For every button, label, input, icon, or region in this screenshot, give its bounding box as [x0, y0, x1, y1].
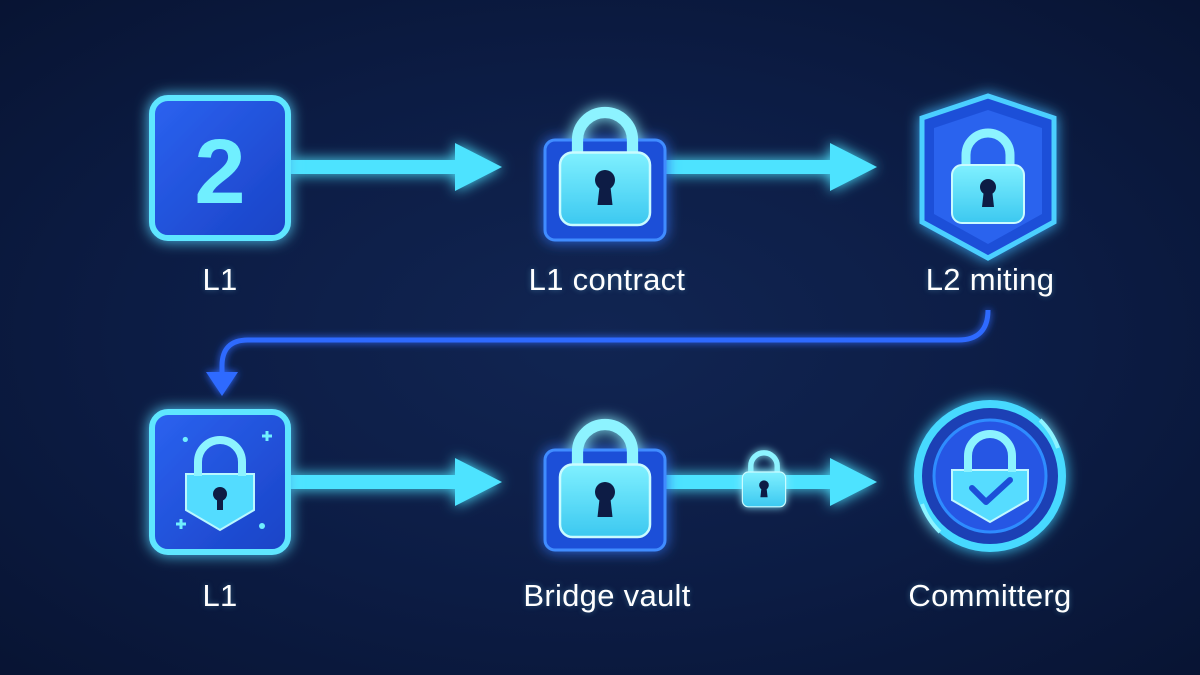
- padlock-sparkle-icon: •: [149, 409, 291, 555]
- node-l2-minting: [919, 93, 1057, 261]
- edge-l1-to-l1-contract: [290, 143, 502, 191]
- node-label-l1-contract: L1 contract: [528, 262, 686, 297]
- edge-l1-contract-to-l2-minting: [665, 143, 877, 191]
- padlock-icon: [543, 425, 667, 552]
- node-l1-bottom: •: [149, 409, 291, 555]
- node-label-l2-minting: L2 miting: [925, 262, 1055, 297]
- node-label-l1-top: L1: [202, 262, 238, 297]
- svg-text:•: •: [180, 430, 191, 451]
- node-label-l1-bottom: L1: [202, 578, 238, 613]
- node-committing: [914, 400, 1066, 552]
- small-padlock-icon: [742, 453, 785, 507]
- number-2-glyph: 2: [194, 121, 245, 223]
- shield-padlock-icon: [919, 93, 1057, 261]
- node-bridge-vault: [543, 425, 667, 552]
- check-shield-circle-icon: [914, 400, 1066, 552]
- node-l1-contract: [543, 113, 667, 242]
- node-label-committing: Committerg: [908, 578, 1072, 613]
- edge-l2-minting-to-l1-bottom: [206, 309, 991, 396]
- edge-l1-to-bridge-vault: [290, 458, 502, 506]
- number-2-icon: 2: [149, 95, 291, 241]
- padlock-icon: [543, 113, 667, 242]
- node-label-bridge-vault: Bridge vault: [523, 578, 691, 613]
- node-l1-top: 2: [149, 95, 291, 241]
